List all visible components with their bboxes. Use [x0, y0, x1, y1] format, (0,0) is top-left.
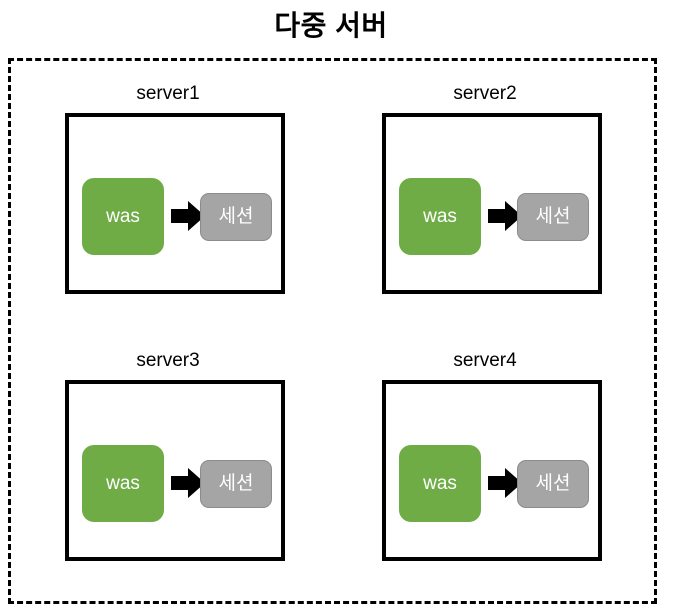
server-node-1: server1 was 세션 [57, 82, 285, 294]
session-node-label-3: 세션 [218, 473, 254, 494]
server-label-3: server3 [136, 350, 200, 371]
right-block-arrow-icon-2 [488, 199, 522, 233]
session-node-label-2: 세션 [535, 206, 571, 227]
server-content-row-4: was 세션 [399, 445, 599, 523]
server-label-1: server1 [136, 83, 200, 104]
server-cluster-boundary [8, 58, 657, 604]
server-boundary-4: was 세션 [382, 380, 602, 561]
was-node-label-2: was [423, 205, 457, 227]
server-node-4: server4 was 세션 [374, 349, 602, 561]
server-node-3: server3 was 세션 [57, 349, 285, 561]
server-content-row-3: was 세션 [82, 445, 282, 523]
was-node-label-4: was [423, 472, 457, 494]
was-node-1: was [82, 178, 164, 255]
server-content-row-2: was 세션 [399, 178, 599, 256]
server-boundary-1: was 세션 [65, 113, 285, 294]
was-node-3: was [82, 445, 164, 522]
server-node-2: server2 was 세션 [374, 82, 602, 294]
server-content-row-1: was 세션 [82, 178, 282, 256]
server-boundary-3: was 세션 [65, 380, 285, 561]
server-label-2: server2 [453, 83, 517, 104]
diagram-title: 다중 서버 [274, 10, 388, 41]
session-node-label-4: 세션 [535, 473, 571, 494]
right-block-arrow-icon-3 [171, 466, 205, 500]
right-block-arrow-icon-4 [488, 466, 522, 500]
was-node-label-1: was [106, 205, 140, 227]
was-node-2: was [399, 178, 481, 255]
session-node-label-1: 세션 [218, 206, 254, 227]
was-node-4: was [399, 445, 481, 522]
was-node-label-3: was [106, 472, 140, 494]
server-boundary-2: was 세션 [382, 113, 602, 294]
session-node-4: 세션 [517, 460, 589, 508]
session-node-1: 세션 [200, 193, 272, 241]
server-label-4: server4 [453, 350, 517, 371]
right-block-arrow-icon-1 [171, 199, 205, 233]
session-node-2: 세션 [517, 193, 589, 241]
session-node-3: 세션 [200, 460, 272, 508]
